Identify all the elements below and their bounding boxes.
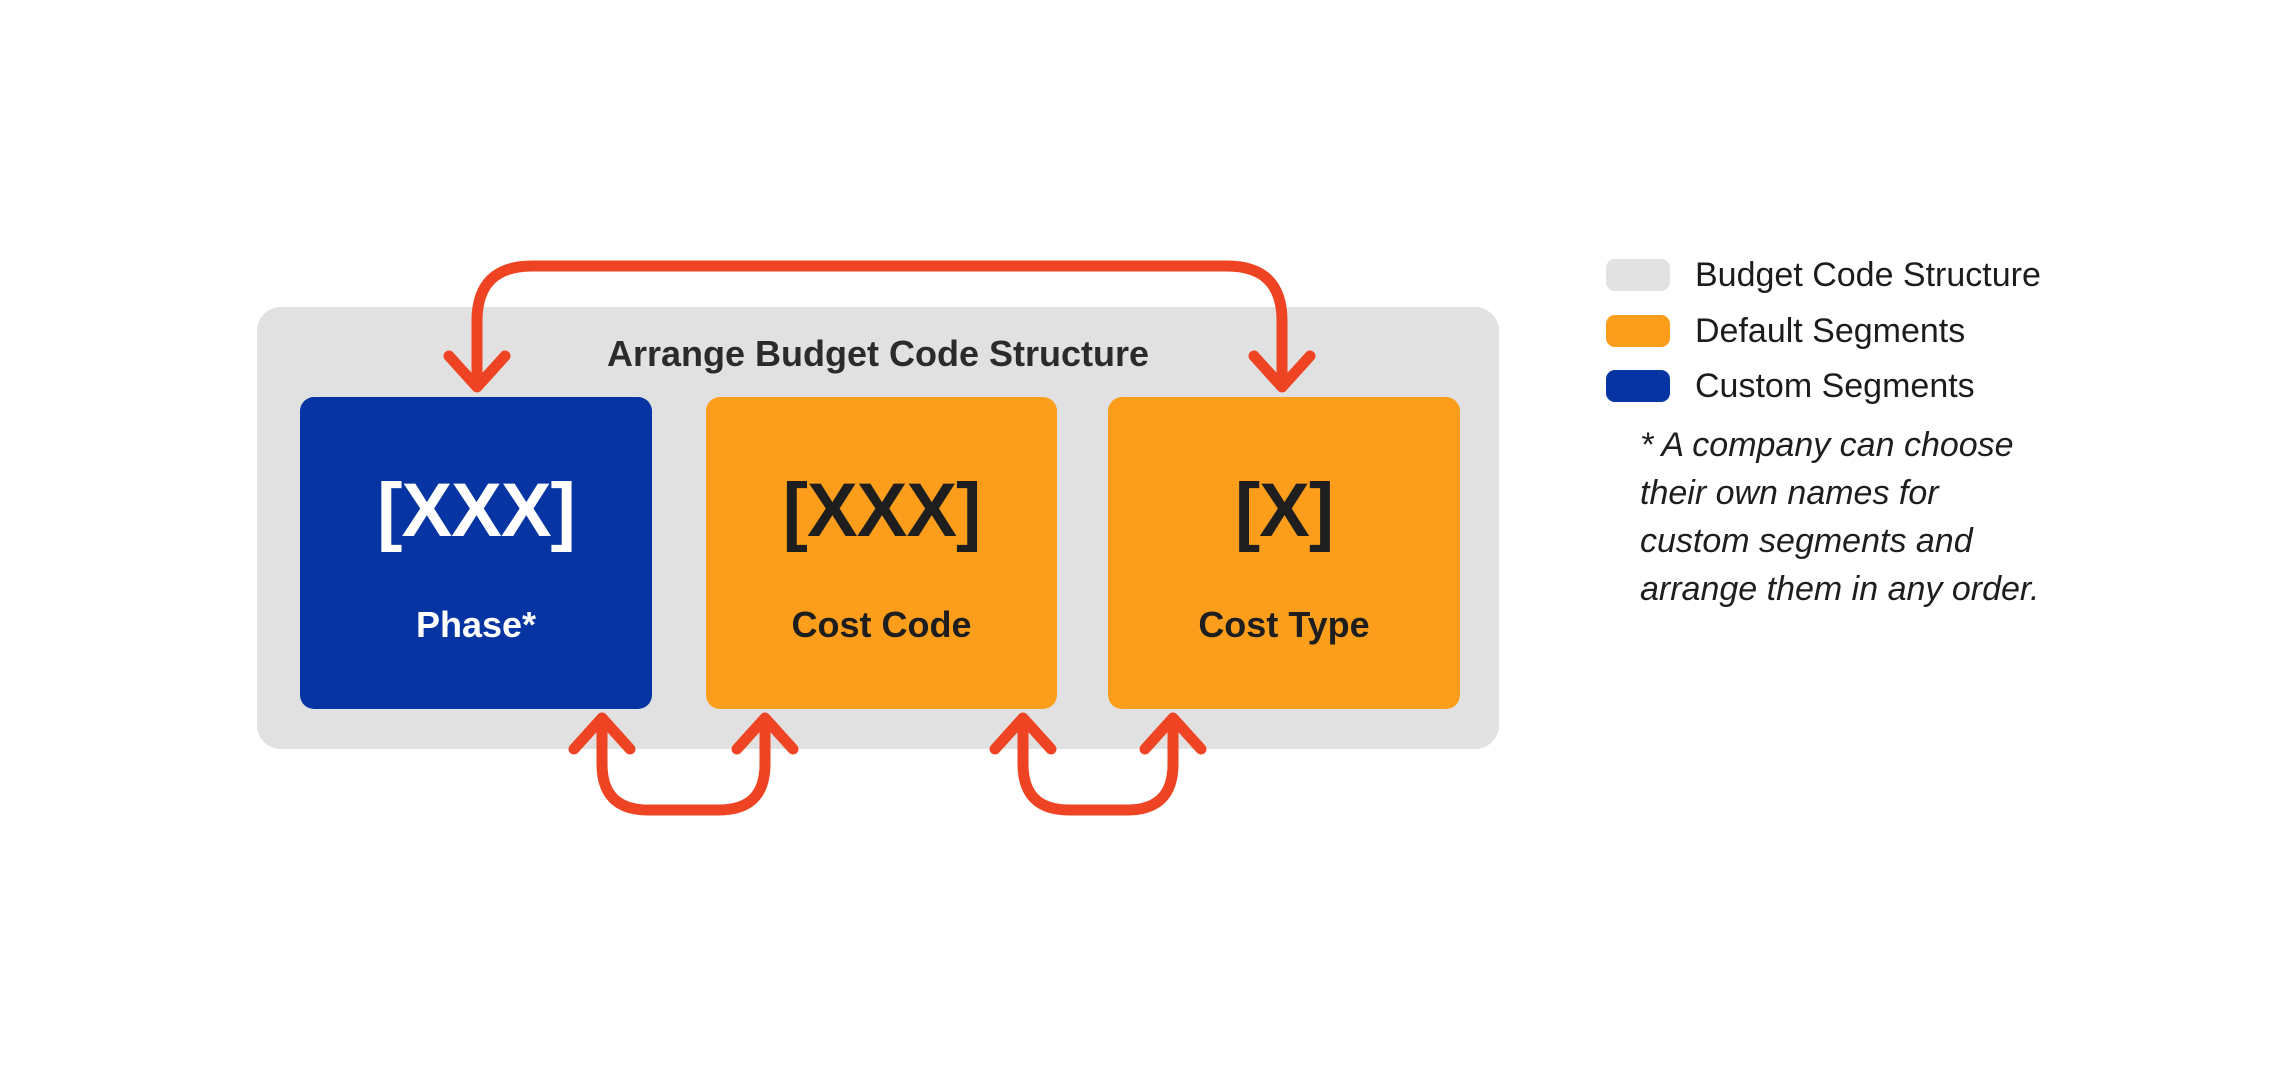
legend-swatch-budget-code-structure: [1606, 259, 1670, 291]
segment-label-cost-code: Cost Code: [791, 604, 972, 645]
legend-item-custom-segments: Custom Segments: [1606, 367, 1975, 405]
segment-code-phase: [XXX]: [377, 468, 576, 553]
legend-item-default-segments: Default Segments: [1606, 312, 1965, 350]
legend-item-budget-code-structure: Budget Code Structure: [1606, 256, 2041, 294]
segment-box-phase: [XXX] Phase*: [300, 397, 652, 709]
segment-label-cost-type: Cost Type: [1198, 604, 1370, 645]
segment-code-cost-type: [X]: [1234, 468, 1334, 553]
legend-swatch-custom-segments: [1606, 370, 1670, 402]
budget-code-structure-panel: Arrange Budget Code Structure [XXX] Phas…: [257, 307, 1499, 749]
footnote-line: their own names for: [1640, 474, 1939, 512]
legend-label-custom-segments: Custom Segments: [1695, 366, 1975, 405]
legend-swatch-default-segments: [1606, 315, 1670, 347]
segment-code-cost-code: [XXX]: [782, 468, 982, 553]
segment-label-phase: Phase*: [415, 604, 537, 645]
footnote-line: arrange them in any order.: [1640, 570, 2040, 608]
legend-label-default-segments: Default Segments: [1695, 311, 1966, 350]
segment-box-cost-code: [XXX] Cost Code: [706, 397, 1057, 709]
legend-footnote: * A company can choose their own names f…: [1640, 421, 2070, 613]
footnote-line: custom segments and: [1640, 522, 1973, 560]
panel-title: Arrange Budget Code Structure: [606, 333, 1150, 374]
legend-label-budget-code-structure: Budget Code Structure: [1695, 255, 2041, 294]
segment-box-cost-type: [X] Cost Type: [1108, 397, 1460, 709]
footnote-line: * A company can choose: [1640, 426, 2014, 464]
